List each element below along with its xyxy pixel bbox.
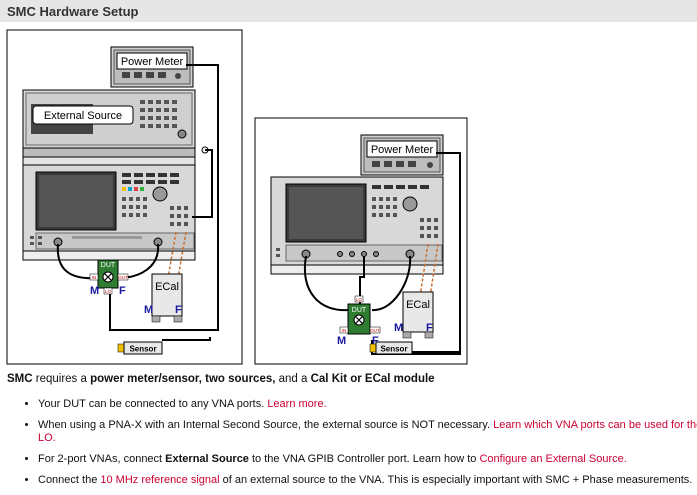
- reference-signal-link[interactable]: 10 MHz reference signal: [100, 474, 220, 486]
- section-title: SMC Hardware Setup: [7, 4, 139, 19]
- intro-bold-1: power meter/sensor, two sources,: [90, 373, 276, 385]
- left-ecal: ECal M F: [144, 273, 183, 323]
- smc-requirements-text: SMC requires a power meter/sensor, two s…: [7, 373, 435, 385]
- right-ecal-f: F: [426, 322, 433, 334]
- left-dut: DUT IN OUT LO M F: [89, 259, 129, 297]
- left-power-meter-label: Power Meter: [121, 56, 184, 68]
- list-item: Connect the 10 MHz reference signal of a…: [38, 474, 697, 487]
- left-dut-lo: LO: [105, 289, 112, 294]
- left-ecal-m: M: [144, 304, 153, 316]
- bullet-4-post: of an external source to the VNA. This i…: [219, 474, 693, 486]
- right-sensor: Sensor: [369, 341, 413, 355]
- right-sensor-label: Sensor: [380, 345, 407, 354]
- left-ecal-cable: [167, 231, 187, 279]
- right-power-meter-label: Power Meter: [371, 144, 434, 156]
- bullet-4-pre: Connect the: [38, 474, 101, 486]
- left-dut-in: IN: [92, 275, 97, 280]
- right-dut-out: OUT: [370, 328, 380, 333]
- intro-text-1: requires a: [32, 373, 91, 385]
- bullet-3-pre: For 2-port VNAs, connect: [38, 453, 166, 465]
- requirements-list: Your DUT can be connected to any VNA por…: [22, 398, 697, 495]
- right-ecal: ECal M F: [394, 291, 434, 339]
- right-power-meter: Power Meter: [360, 134, 444, 176]
- learn-more-link[interactable]: Learn more.: [267, 398, 327, 410]
- left-sensor-label: Sensor: [129, 345, 156, 354]
- intro-text-2: and a: [275, 373, 311, 385]
- smc-hardware-diagram: Power Meter External Source: [6, 29, 468, 365]
- section-header: SMC Hardware Setup: [0, 0, 697, 22]
- right-dut-lo: LO: [356, 297, 363, 302]
- list-item: For 2-port VNAs, connect External Source…: [38, 453, 697, 466]
- intro-bold-2: Cal Kit or ECal module: [310, 373, 435, 385]
- left-dut-label: DUT: [101, 262, 116, 269]
- list-item: Your DUT can be connected to any VNA por…: [38, 398, 697, 411]
- left-vna: [22, 164, 196, 261]
- right-dut-m: M: [337, 335, 346, 347]
- left-ecal-label: ECal: [155, 281, 179, 293]
- right-dut-label: DUT: [352, 307, 367, 314]
- list-item: When using a PNA-X with an Internal Seco…: [38, 419, 697, 445]
- lo-ports-link[interactable]: Learn which VNA ports can be used for th…: [38, 419, 697, 444]
- left-sensor: Sensor: [117, 341, 163, 355]
- intro-smc: SMC: [7, 373, 33, 385]
- right-vna: [270, 176, 444, 275]
- left-power-meter: Power Meter: [110, 46, 194, 88]
- configure-external-source-link[interactable]: Configure an External Source.: [479, 453, 627, 465]
- right-dut: DUT IN OUT LO M F: [337, 295, 381, 347]
- left-dut-out: OUT: [118, 275, 128, 280]
- right-ecal-label: ECal: [406, 299, 430, 311]
- bullet-3-bold: External Source: [165, 453, 249, 465]
- bullet-1-text: Your DUT can be connected to any VNA por…: [38, 398, 268, 410]
- left-setup-diagram: Power Meter External Source: [6, 29, 243, 365]
- bullet-3-mid: to the VNA GPIB Controller port. Learn h…: [248, 453, 480, 465]
- bullet-2-text: When using a PNA-X with an Internal Seco…: [38, 419, 494, 431]
- left-external-source: External Source: [22, 89, 209, 166]
- left-dut-f: F: [119, 285, 126, 297]
- right-dut-f: F: [372, 335, 379, 347]
- right-dut-in: IN: [342, 328, 347, 333]
- left-dut-m: M: [90, 285, 99, 297]
- left-ecal-f: F: [175, 304, 182, 316]
- right-setup-diagram: Power Meter: [254, 117, 468, 365]
- left-external-source-label: External Source: [44, 110, 122, 122]
- right-ecal-m: M: [394, 322, 403, 334]
